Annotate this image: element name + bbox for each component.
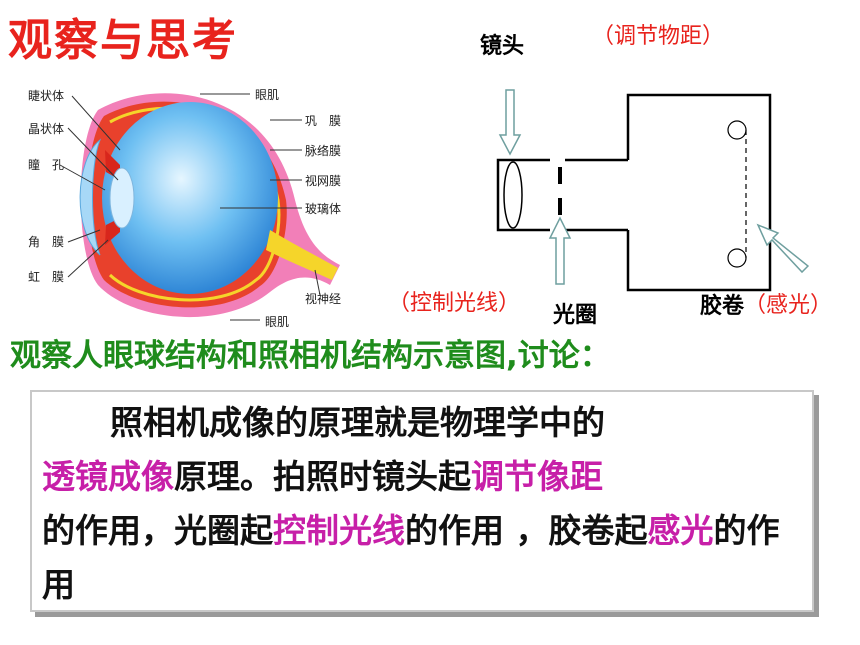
cornea — [79, 138, 102, 256]
answer-text-2: 原理。拍照时镜头起 — [174, 457, 471, 496]
lens-element — [503, 161, 523, 229]
film-roll — [727, 120, 747, 268]
label-pupil: 瞳 孔 — [28, 158, 65, 172]
film-arrow — [756, 223, 810, 274]
camera-body — [626, 93, 772, 292]
label-vitreous: 玻璃体 — [305, 202, 342, 216]
highlight-control-light: 控制光线 — [273, 511, 405, 550]
label-camera-lens: 镜头 — [480, 34, 525, 59]
label-lens: 晶状体 — [28, 122, 65, 136]
optic-nerve — [266, 230, 338, 280]
discussion-question: 观察人眼球结构和照相机结构示意图,讨论： — [10, 338, 611, 374]
highlight-adjust-image-distance: 调节像距 — [471, 457, 603, 496]
label-choroid: 脉络膜 — [305, 144, 342, 158]
page-title: 观察与思考 — [8, 15, 238, 66]
answer-box — [30, 390, 814, 612]
lens-tube — [496, 158, 550, 232]
crystalline-lens — [109, 167, 135, 229]
label-retina: 视网膜 — [305, 174, 342, 188]
answer-text-4: 的作用 ，胶卷起 — [405, 511, 648, 550]
answer-text-3: 的作用，光圈起 — [42, 511, 273, 550]
answer-text-1: 照相机成像的原理就是物理学中的 — [110, 403, 605, 442]
camera-diagram — [496, 89, 810, 292]
answer-paragraph: 照相机成像的原理就是物理学中的透镜成像原理。拍照时镜头起调节像距的作用，光圈起控… — [42, 396, 802, 612]
highlight-photosensitive: 感光 — [647, 511, 714, 550]
label-aperture: 光圈 — [553, 303, 598, 328]
label-optic-nerve: 视神经 — [305, 292, 342, 306]
label-eye-muscle-bottom: 眼肌 — [265, 315, 290, 329]
answer-text-5: 的作用 — [42, 511, 780, 604]
label-sclera: 巩 膜 — [305, 114, 342, 128]
label-cornea: 角 膜 — [28, 235, 65, 249]
vitreous-body — [102, 102, 278, 294]
label-film: 胶卷 — [700, 294, 745, 319]
lens-arrow — [498, 89, 522, 156]
highlight-lens-imaging: 透镜成像 — [42, 457, 174, 496]
label-ciliary-body: 睫状体 — [28, 89, 65, 103]
eyeball-diagram — [59, 93, 340, 321]
label-film-note: （感光） — [744, 293, 833, 318]
label-lens-note: （调节物距） — [592, 24, 725, 49]
label-aperture-note: （控制光线） — [388, 291, 521, 316]
label-iris: 虹 膜 — [28, 270, 65, 284]
aperture-arrow — [548, 216, 572, 285]
label-eye-muscle-top: 眼肌 — [255, 88, 280, 102]
